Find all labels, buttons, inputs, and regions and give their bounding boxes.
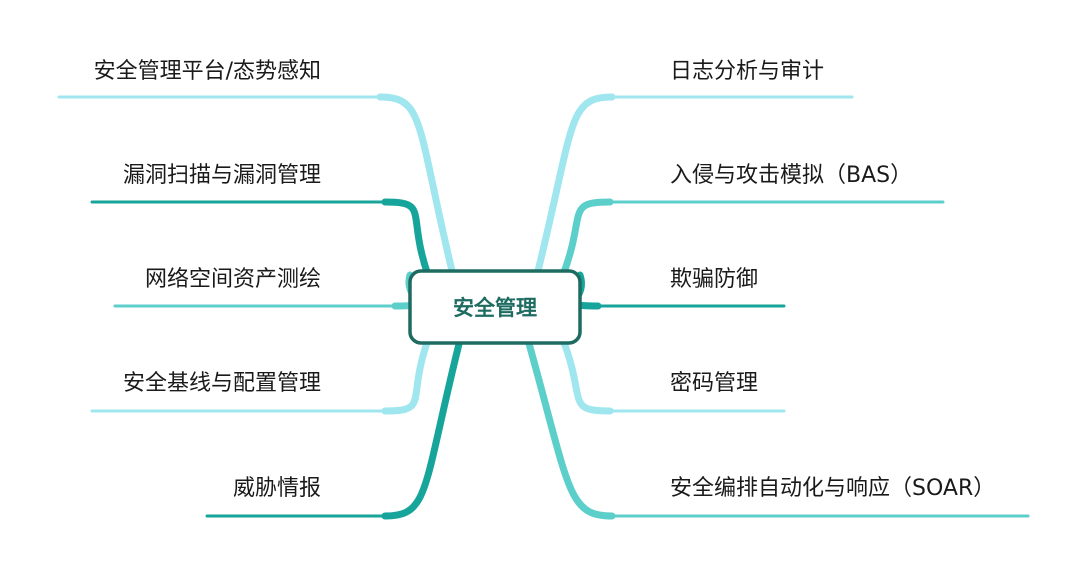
branch-label-soar[interactable]: 安全编排自动化与响应（SOAR） (670, 476, 995, 501)
branch-label-password-management[interactable]: 密码管理 (670, 371, 758, 396)
left-branch-curve-0 (376, 93, 457, 279)
branch-label-vulnerability-management[interactable]: 漏洞扫描与漏洞管理 (123, 163, 321, 188)
left-branch-curve-1 (381, 198, 432, 279)
center-node[interactable]: 安全管理 (408, 269, 582, 345)
branch-label-log-audit[interactable]: 日志分析与审计 (670, 59, 824, 84)
left-branch-curve-3 (381, 336, 432, 415)
right-branch-curve-1 (559, 198, 614, 279)
right-branch-curve-0 (533, 93, 616, 279)
branch-label-asset-mapping[interactable]: 网络空间资产测绘 (145, 267, 321, 292)
branch-label-deception-defense[interactable]: 欺骗防御 (670, 267, 758, 292)
left-branch-curve-4 (381, 336, 464, 520)
right-branch-curve-4 (524, 336, 616, 520)
branch-label-baseline-config[interactable]: 安全基线与配置管理 (123, 371, 321, 396)
branch-label-threat-intel[interactable]: 威胁情报 (233, 476, 321, 501)
center-node-label: 安全管理 (453, 296, 537, 320)
branch-label-bas[interactable]: 入侵与攻击模拟（BAS） (670, 163, 912, 188)
center-node-box[interactable] (408, 269, 582, 345)
right-branch-curve-3 (559, 336, 614, 415)
branch-connectors (57, 93, 1030, 520)
branch-labels: 安全管理平台/态势感知 漏洞扫描与漏洞管理 网络空间资产测绘 安全基线与配置管理… (94, 59, 996, 501)
branch-label-situational-awareness[interactable]: 安全管理平台/态势感知 (94, 59, 321, 84)
